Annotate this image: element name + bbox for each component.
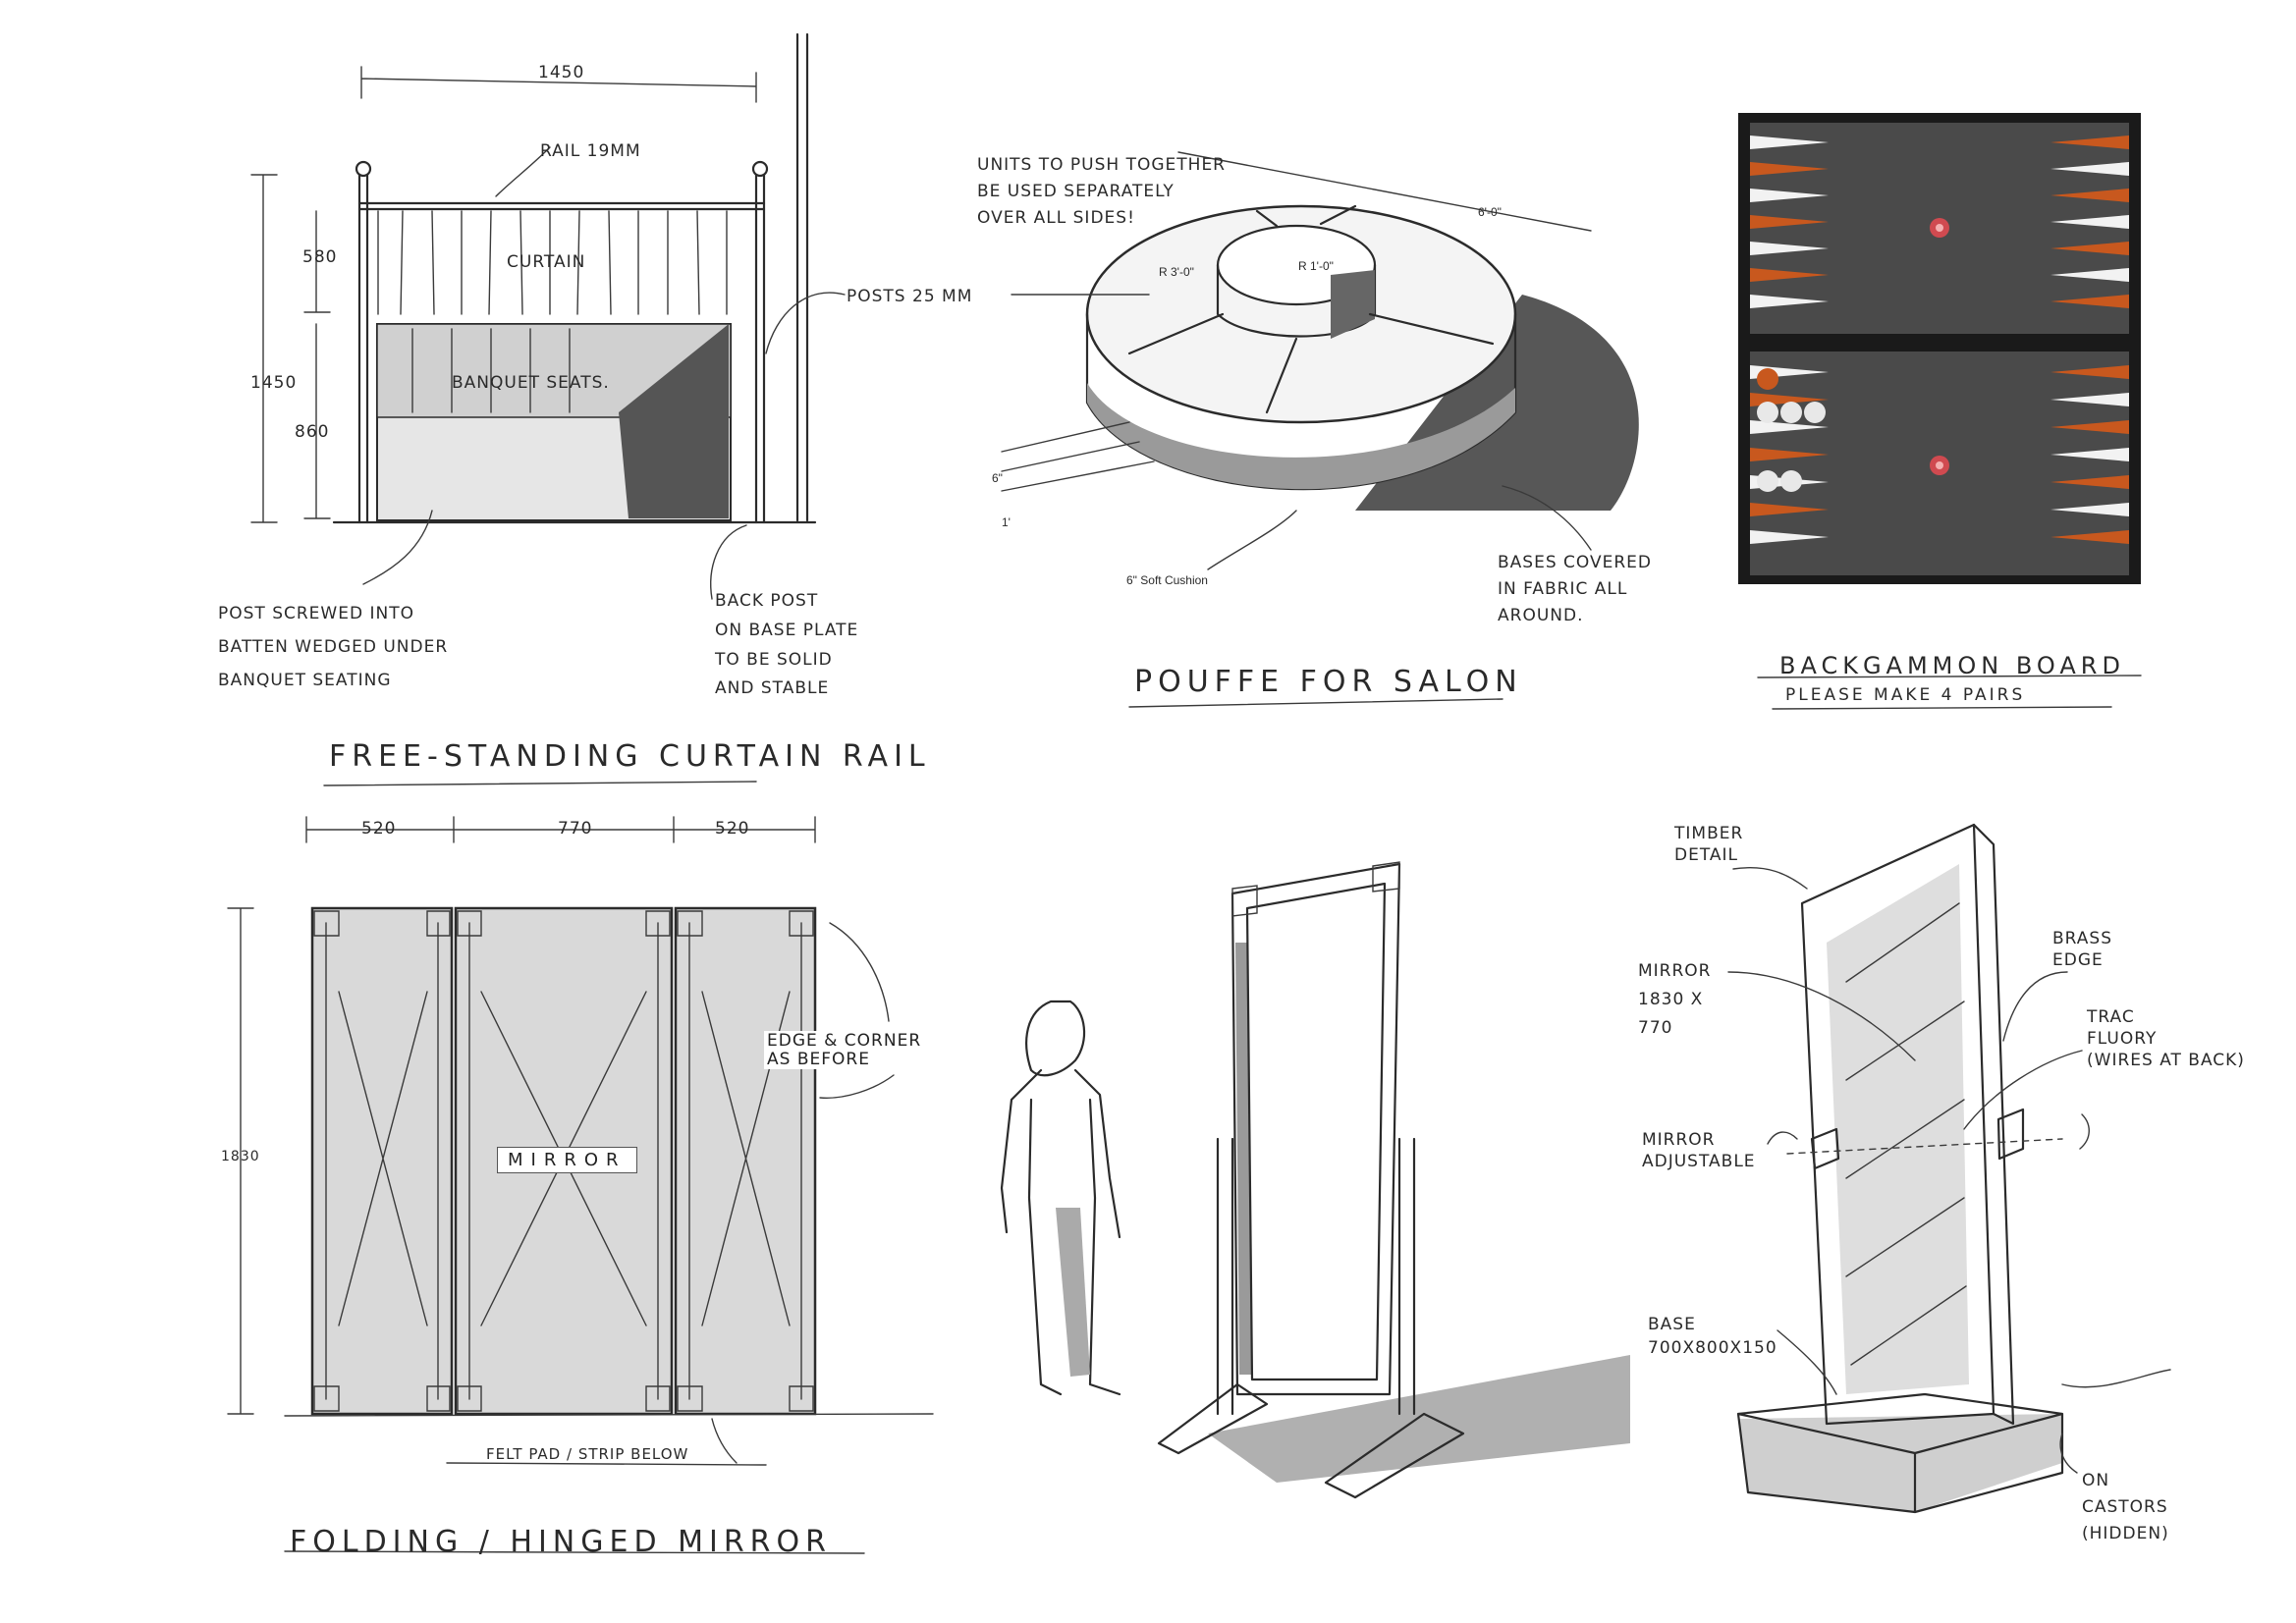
mirror-size-note-line: MIRROR [1638,961,1712,981]
board-checkers [1757,368,1826,492]
bases-covered-note-line: IN FABRIC ALL [1498,579,1628,600]
brass-edge-note: BRASS EDGE [2052,928,2112,971]
timber-detail-note-line: DETAIL [1674,845,1739,866]
standing-mirror-drawing [1727,823,2171,1514]
back-post-note-line: AND STABLE [715,678,830,699]
back-post-note-line: TO BE SOLID [715,649,833,670]
backgammon-board [1738,113,2142,710]
curtain-width-dim: 1450 [538,63,585,82]
folding-dim-middle: 770 [558,819,593,839]
back-post-note-line: ON BASE PLATE [715,620,859,640]
mirror-adjustable-note-line: ADJUSTABLE [1642,1152,1756,1172]
backgammon-title: BACKGAMMON BOARD [1779,652,2125,679]
board-rosettes [1930,218,1949,475]
base-size-note: BASE 700x800x150 [1648,1314,1777,1361]
curtain-lower-dim: 860 [295,422,330,442]
cheval-mirror-drawing [1000,861,1630,1499]
mirror-size-note-line: 770 [1638,1017,1673,1038]
flex-note-line: (WIRES AT BACK) [2087,1051,2245,1071]
board-points-top [1750,135,2129,308]
rail-note: RAIL 19mm [540,141,641,161]
flex-note-line: FLUORY [2087,1029,2158,1050]
curtain-height-dim: 1450 [250,373,298,393]
timber-detail-note: TIMBER DETAIL [1674,823,1743,866]
units-note-line: BE USED SEPARATELY [977,182,1175,202]
back-post-note: BACK POST ON BASE PLATE TO BE SOLID AND … [715,587,858,704]
mirror-size-note-line: 1830 x [1638,989,1704,1009]
flex-note: TRAC FLUORY (WIRES AT BACK) [2087,1006,2245,1071]
brass-edge-note-line: BRASS [2052,929,2112,948]
edge-corner-note: EDGE & CORNER AS BEFORE [764,1031,925,1070]
folding-dim-left: 520 [361,819,397,839]
castors-note-line: ON [2082,1471,2110,1490]
curtain-rail-drawing [250,32,846,786]
folding-mirror-drawing [227,816,934,1554]
bases-covered-note-line: BASES COVERED [1498,553,1652,572]
curtain-upper-dim: 580 [302,247,338,267]
flex-note-line: TRAC [2087,1007,2135,1027]
castors-note-line: CASTORS [2082,1497,2168,1518]
castors-note-line: (HIDDEN) [2082,1524,2169,1544]
post-screwed-note-line: BANQUET SEATING [218,671,392,690]
felt-pad-note: FELT PAD / STRIP BELOW [486,1445,689,1463]
bases-covered-note-line: AROUND. [1498,606,1584,626]
units-note: UNITS TO PUSH TOGETHER BE USED SEPARATEL… [977,152,1226,233]
castors-note: ON CASTORS (HIDDEN) [2082,1468,2169,1548]
pouffe-drawing [1001,151,1639,708]
edge-corner-note-line: AS BEFORE [767,1049,870,1069]
folding-dim-height: 1830 [221,1149,260,1164]
pouffe-title: POUFFE FOR SALON [1134,665,1523,699]
post-screwed-note: POST SCREWED INTO BATTEN WEDGED UNDER BA… [218,597,448,697]
mirror-size-note: MIRROR 1830 x 770 [1638,957,1712,1043]
brass-edge-note-line: EDGE [2052,950,2104,971]
edge-corner-note-line: EDGE & CORNER [767,1031,922,1051]
pouffe-1-dim: 1' [1002,515,1011,529]
backgammon-subtitle: PLEASE MAKE 4 PAIRS [1785,685,2026,705]
curtain-label: CURTAIN [507,252,586,272]
banquet-seats-label: BANQUET SEATS. [452,373,610,393]
pouffe-overall-dim: 6'-0" [1478,205,1502,219]
pouffe-r3-dim: R 3'-0" [1159,265,1194,279]
units-note-line: UNITS TO PUSH TOGETHER [977,155,1226,175]
units-note-line: OVER ALL SIDES! [977,208,1135,229]
mirror-label: MIRROR [497,1147,637,1173]
post-screwed-note-line: POST SCREWED INTO [218,604,414,623]
pouffe-6-dim: 6" [992,471,1003,485]
folding-dim-right: 520 [715,819,750,839]
post-screwed-note-line: BATTEN WEDGED UNDER [218,637,449,657]
folding-mirror-title: FOLDING / HINGED MIRROR [290,1525,832,1559]
mirror-adjustable-note-line: MIRROR [1642,1130,1716,1150]
posts-note: POSTS 25 mm [847,287,973,306]
base-size-note-line: 700x800x150 [1648,1337,1777,1358]
base-size-note-line: BASE [1648,1315,1696,1334]
bases-covered-note: BASES COVERED IN FABRIC ALL AROUND. [1498,550,1652,630]
timber-detail-note-line: TIMBER [1674,824,1744,843]
soft-cushion-label: 6" Soft Cushion [1126,573,1208,587]
mirror-adjustable-note: MIRROR ADJUSTABLE [1642,1129,1756,1172]
pouffe-r1-dim: R 1'-0" [1298,259,1334,273]
back-post-note-line: BACK POST [715,591,819,611]
curtain-rail-title: FREE-STANDING CURTAIN RAIL [329,739,931,774]
